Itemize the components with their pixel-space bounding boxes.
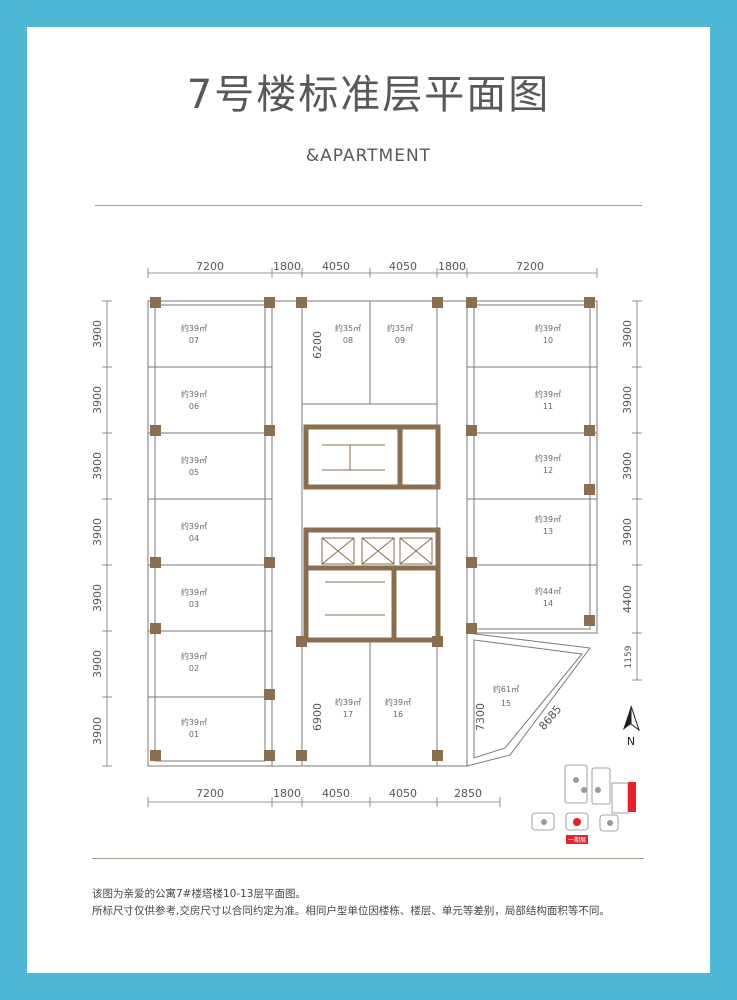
unit-12-area: 约39㎡ (535, 453, 561, 463)
unit-14-num: 14 (543, 599, 553, 608)
partition-walls (147, 300, 598, 767)
unit-05-area: 约39㎡ (181, 455, 207, 465)
unit-03-num: 03 (189, 600, 199, 609)
dim-right-2: 3900 (621, 386, 634, 414)
unit-17-area: 约39㎡ (335, 697, 361, 707)
unit-05-num: 05 (189, 468, 199, 477)
unit-17-num: 17 (343, 710, 353, 719)
unit-06-num: 06 (189, 402, 199, 411)
dim-left-2: 3900 (91, 386, 104, 414)
notes-divider (92, 858, 644, 859)
unit-02-area: 约39㎡ (181, 651, 207, 661)
unit-12-num: 12 (543, 466, 553, 475)
dim-right-6: 1159 (624, 645, 634, 668)
dim-left-5: 3900 (91, 584, 104, 612)
unit-04-area: 约39㎡ (181, 521, 207, 531)
dim-bottom-4: 4050 (389, 787, 417, 800)
structural-columns (150, 297, 595, 761)
unit-07-num: 07 (189, 336, 199, 345)
dimension-labels: 7200 1800 4050 4050 1800 7200 7200 1800 … (196, 260, 544, 800)
site-map-tag-label: 一期展 (568, 836, 586, 844)
unit-15-area: 约61㎡ (493, 684, 519, 694)
dim-bottom-1: 7200 (196, 787, 224, 800)
dim-bottom-2: 1800 (273, 787, 301, 800)
dim-top-2: 1800 (273, 260, 301, 273)
unit-08-num: 08 (343, 336, 353, 345)
dim-bottom-3: 4050 (322, 787, 350, 800)
unit-13-num: 13 (543, 527, 553, 536)
dim-top-1: 7200 (196, 260, 224, 273)
unit-11-num: 11 (543, 402, 553, 411)
unit-10-num: 10 (543, 336, 553, 345)
dim-left-7: 3900 (91, 717, 104, 745)
unit-02-num: 02 (189, 664, 199, 673)
dim-unit15-depth: 7300 (474, 703, 487, 731)
dim-right-3: 3900 (621, 452, 634, 480)
dimension-labels-vertical: 3900 3900 3900 3900 3900 3900 3900 3900 … (91, 320, 634, 745)
dim-top-6: 7200 (516, 260, 544, 273)
dim-right-5: 4400 (621, 585, 634, 613)
dim-left-4: 3900 (91, 518, 104, 546)
unit-01-num: 01 (189, 730, 199, 739)
dim-unit17: 6900 (311, 703, 324, 731)
north-label: N (627, 735, 635, 748)
unit-09-num: 09 (395, 336, 405, 345)
unit-10-area: 约39㎡ (535, 323, 561, 333)
dim-left-1: 3900 (91, 320, 104, 348)
dim-top-5: 1800 (438, 260, 466, 273)
page-subtitle: &APARTMENT (305, 146, 432, 166)
note-line-1: 该图为亲爱的公寓7#楼塔楼10-13层平面图。 (92, 888, 306, 900)
dim-unit15-diag: 8685 (536, 703, 564, 733)
unit-16-num: 16 (393, 710, 403, 719)
unit-04-num: 04 (189, 534, 199, 543)
unit-03-area: 约39㎡ (181, 587, 207, 597)
note-line-2: 所标尺寸仅供参考,交房尺寸以合同约定为准。相同户型单位因楼栋、楼层、单元等差别，… (92, 905, 610, 917)
dim-right-1: 3900 (621, 320, 634, 348)
unit-07-area: 约39㎡ (181, 323, 207, 333)
dim-left-3: 3900 (91, 452, 104, 480)
dimension-lines (102, 268, 642, 807)
unit-11-area: 约39㎡ (535, 389, 561, 399)
unit-13-area: 约39㎡ (535, 514, 561, 524)
dim-top-3: 4050 (322, 260, 350, 273)
dim-bottom-5: 2850 (454, 787, 482, 800)
unit-14-area: 约44㎡ (535, 586, 561, 596)
unit-16-area: 约39㎡ (385, 697, 411, 707)
page-title: 7号楼标准层平面图 (186, 72, 551, 118)
dim-right-4: 3900 (621, 518, 634, 546)
north-arrow-icon: N (623, 705, 640, 748)
unit-06-area: 约39㎡ (181, 389, 207, 399)
unit-09-area: 约35㎡ (387, 323, 413, 333)
unit-08-area: 约35㎡ (335, 323, 361, 333)
dim-top-4: 4050 (389, 260, 417, 273)
unit-01-area: 约39㎡ (181, 717, 207, 727)
dim-left-6: 3900 (91, 650, 104, 678)
site-map-tag (566, 835, 588, 844)
core-walls (303, 424, 441, 643)
title-divider (95, 205, 642, 206)
unit-15-num: 15 (501, 699, 511, 708)
dim-unit08: 6200 (311, 331, 324, 359)
site-key-map: 一期展 (531, 764, 636, 844)
page-sheet (27, 27, 710, 973)
core-details (321, 444, 433, 616)
unit-labels: 约39㎡ 07 约39㎡ 06 约39㎡ 05 约39㎡ 04 约39㎡ 03 约39㎡ 0… (181, 323, 561, 739)
